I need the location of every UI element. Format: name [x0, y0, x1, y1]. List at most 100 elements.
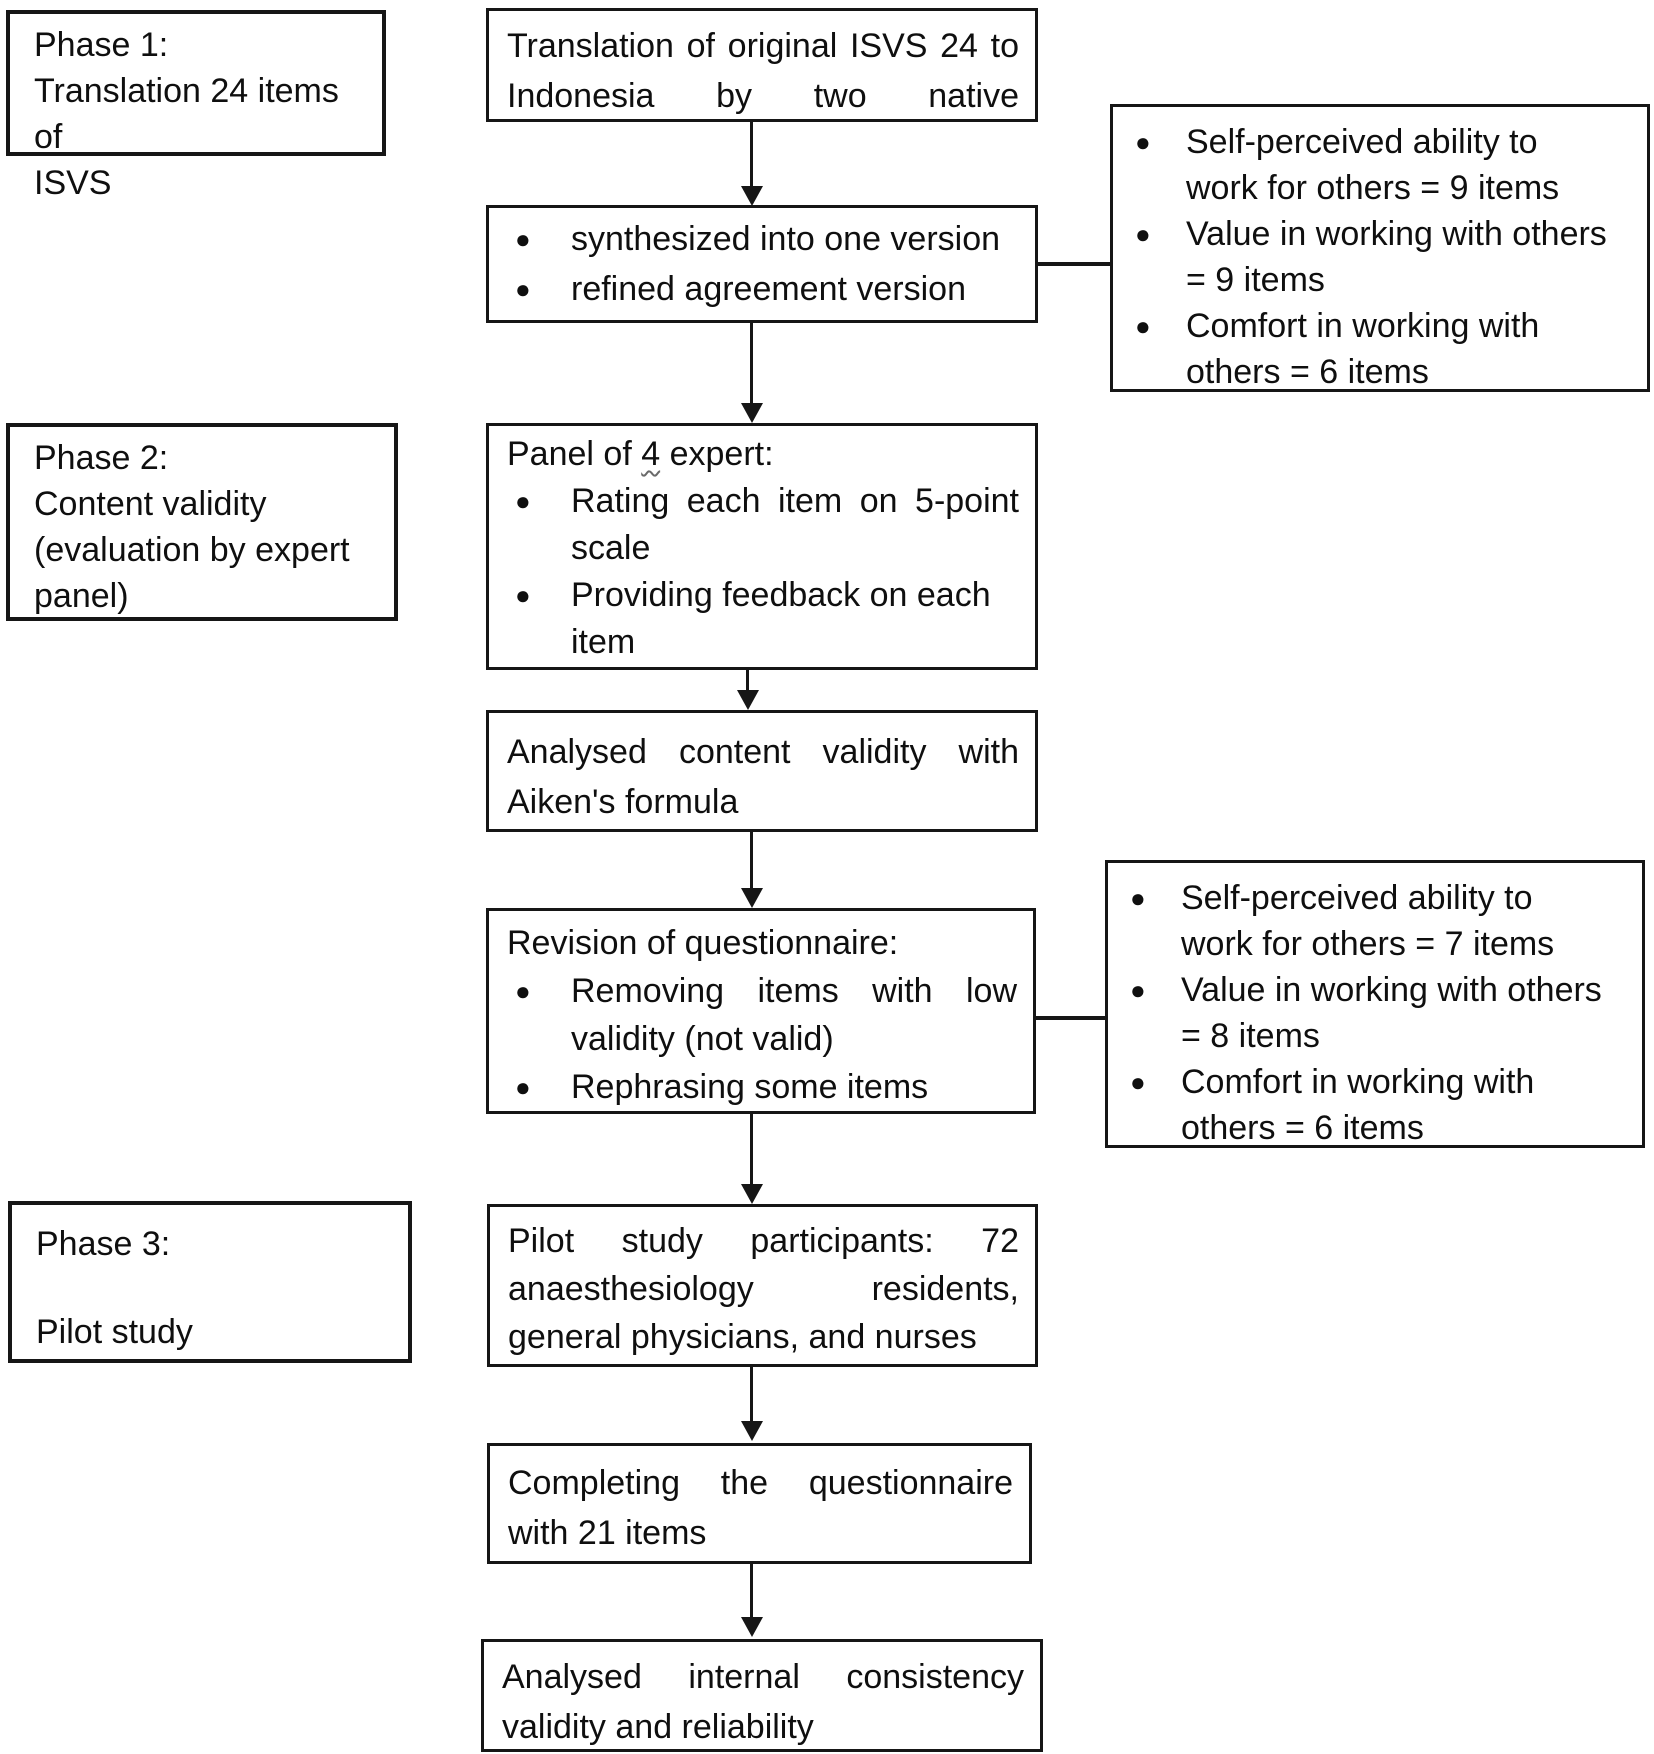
arrow-shaft: [750, 323, 753, 405]
synthesis-box: ● synthesized into one version ● refined…: [486, 205, 1038, 323]
internal-consistency-box: Analysed internal consistency validity a…: [481, 1639, 1043, 1752]
panel-bullet-line: Providing feedback on each: [571, 576, 991, 614]
list-item: ● refined agreement version: [507, 264, 1019, 314]
revision-box: Revision of questionnaire: ● Removing it…: [486, 908, 1036, 1114]
phase1-line: Translation 24 items of: [34, 72, 339, 156]
revision-title: Revision of questionnaire:: [507, 924, 899, 962]
annotation-line: Comfort in working with: [1186, 307, 1540, 345]
completing-line: with 21 items: [508, 1514, 707, 1552]
arrow-down-icon: [741, 1421, 763, 1441]
phase3-label-box: Phase 3: Pilot study: [8, 1201, 412, 1363]
arrow-down-icon: [741, 1184, 763, 1204]
aiken-analysis-box: Analysed content validity with Aiken's f…: [486, 710, 1038, 832]
internal-line: validity and reliability: [502, 1708, 814, 1746]
list-item: ● Self-perceived ability to work for oth…: [1133, 119, 1633, 211]
bullet-icon: ●: [1135, 219, 1151, 249]
synthesis-bullet: synthesized into one version: [571, 220, 1001, 258]
pilot-participants-box: Pilot study participants: 72 anaesthesio…: [487, 1204, 1038, 1367]
bullet-icon: ●: [1130, 883, 1146, 913]
arrow-shaft: [750, 1114, 753, 1186]
list-item: ● Rating each item on 5-point scale: [507, 478, 1019, 572]
arrow-shaft: [750, 1367, 753, 1423]
annotation-line: work for others = 9 items: [1186, 169, 1560, 207]
translation-line: Translation of original ISVS 24 to: [507, 27, 1019, 65]
annotation-line: work for others = 7 items: [1181, 925, 1555, 963]
list-item: ● Comfort in working with others = 6 ite…: [1128, 1059, 1628, 1151]
flow-arrow: [741, 122, 763, 206]
flow-arrow: [741, 1564, 763, 1637]
panel-title-prefix: Panel of: [507, 435, 642, 473]
revision-bullet-line: Removing items with low: [571, 972, 1017, 1010]
phase1-label-box: Phase 1: Translation 24 items of ISVS: [6, 10, 386, 202]
annotation-line: Self-perceived ability to: [1181, 879, 1533, 917]
arrow-down-icon: [737, 690, 759, 710]
panel-bullet-line: Rating each item on 5-point: [571, 482, 1019, 520]
arrow-shaft: [746, 670, 749, 692]
arrow-shaft: [750, 122, 753, 188]
list-item: ● Self-perceived ability to work for oth…: [1128, 875, 1628, 967]
list-item: ● Value in working with others = 9 items: [1133, 211, 1633, 303]
annotation-box-items-before: ● Self-perceived ability to work for oth…: [1110, 104, 1650, 392]
synthesis-bullet: refined agreement version: [571, 270, 967, 308]
flow-arrow: [741, 1114, 763, 1204]
phase2-line: panel): [34, 577, 129, 615]
flow-arrow: [741, 832, 763, 908]
panel-title: Panel of 4 expert:: [507, 431, 1019, 478]
phase2-line: (evaluation by expert: [34, 531, 350, 569]
bullet-icon: ●: [1130, 1067, 1146, 1097]
pilot-line: anaesthesiology residents,: [508, 1270, 1019, 1308]
list-item: ● Rephrasing some items: [507, 1063, 1017, 1111]
bullet-icon: ●: [515, 580, 531, 610]
panel-title-suffix: expert:: [660, 435, 774, 473]
internal-line: Analysed internal consistency: [502, 1658, 1024, 1696]
panel-bullet-line: scale: [571, 529, 651, 567]
phase1-line: ISVS: [34, 164, 112, 202]
completing-line: Completing the questionnaire: [508, 1464, 1013, 1502]
annotation-line: Self-perceived ability to: [1186, 123, 1538, 161]
revision-bullet-line: Rephrasing some items: [571, 1068, 929, 1106]
panel-bullet-line: item: [571, 623, 636, 661]
translation-box: Translation of original ISVS 24 to Indon…: [486, 8, 1038, 122]
pilot-line: general physicians, and nurses: [508, 1318, 977, 1356]
flow-arrow: [741, 323, 763, 423]
flow-arrow: [741, 1367, 763, 1441]
bullet-icon: ●: [515, 224, 531, 254]
annotation-line: = 9 items: [1186, 261, 1325, 299]
bullet-icon: ●: [515, 486, 531, 516]
bullet-icon: ●: [1130, 975, 1146, 1005]
bullet-icon: ●: [1135, 311, 1151, 341]
translation-line: Indonesia by two native: [507, 77, 1019, 115]
aiken-line: Analysed content validity with: [507, 733, 1019, 771]
annotation-line: Value in working with others: [1181, 971, 1602, 1009]
revision-bullet-line: validity (not valid): [571, 1020, 834, 1058]
list-item: ● Removing items with low validity (not …: [507, 967, 1017, 1063]
list-item: ● synthesized into one version: [507, 214, 1019, 264]
aiken-line: Aiken's formula: [507, 783, 739, 821]
phase2-label-box: Phase 2: Content validity (evaluation by…: [6, 423, 398, 621]
arrow-down-icon: [741, 1617, 763, 1637]
phase1-line: Phase 1:: [34, 26, 169, 64]
panel-title-number: 4: [641, 435, 661, 473]
phase2-line: Content validity: [34, 485, 267, 523]
annotation-line: others = 6 items: [1186, 353, 1429, 391]
annotation-line: Value in working with others: [1186, 215, 1607, 253]
completing-box: Completing the questionnaire with 21 ite…: [487, 1443, 1032, 1564]
bullet-icon: ●: [515, 976, 531, 1006]
arrow-down-icon: [741, 888, 763, 908]
connector-line: [1034, 1016, 1107, 1020]
arrow-down-icon: [741, 186, 763, 206]
flow-arrow: [737, 670, 759, 710]
list-item: ● Value in working with others = 8 items: [1128, 967, 1628, 1059]
arrow-down-icon: [741, 403, 763, 423]
pilot-line: Pilot study participants: 72: [508, 1222, 1019, 1260]
connector-line: [1036, 262, 1112, 266]
annotation-box-items-after: ● Self-perceived ability to work for oth…: [1105, 860, 1645, 1148]
phase3-line: Pilot study: [36, 1313, 193, 1351]
bullet-icon: ●: [1135, 127, 1151, 157]
spacer: [36, 1267, 394, 1309]
list-item: ● Providing feedback on each item: [507, 572, 1019, 666]
phase2-line: Phase 2:: [34, 439, 169, 477]
annotation-line: Comfort in working with: [1181, 1063, 1535, 1101]
annotation-line: others = 6 items: [1181, 1109, 1424, 1147]
